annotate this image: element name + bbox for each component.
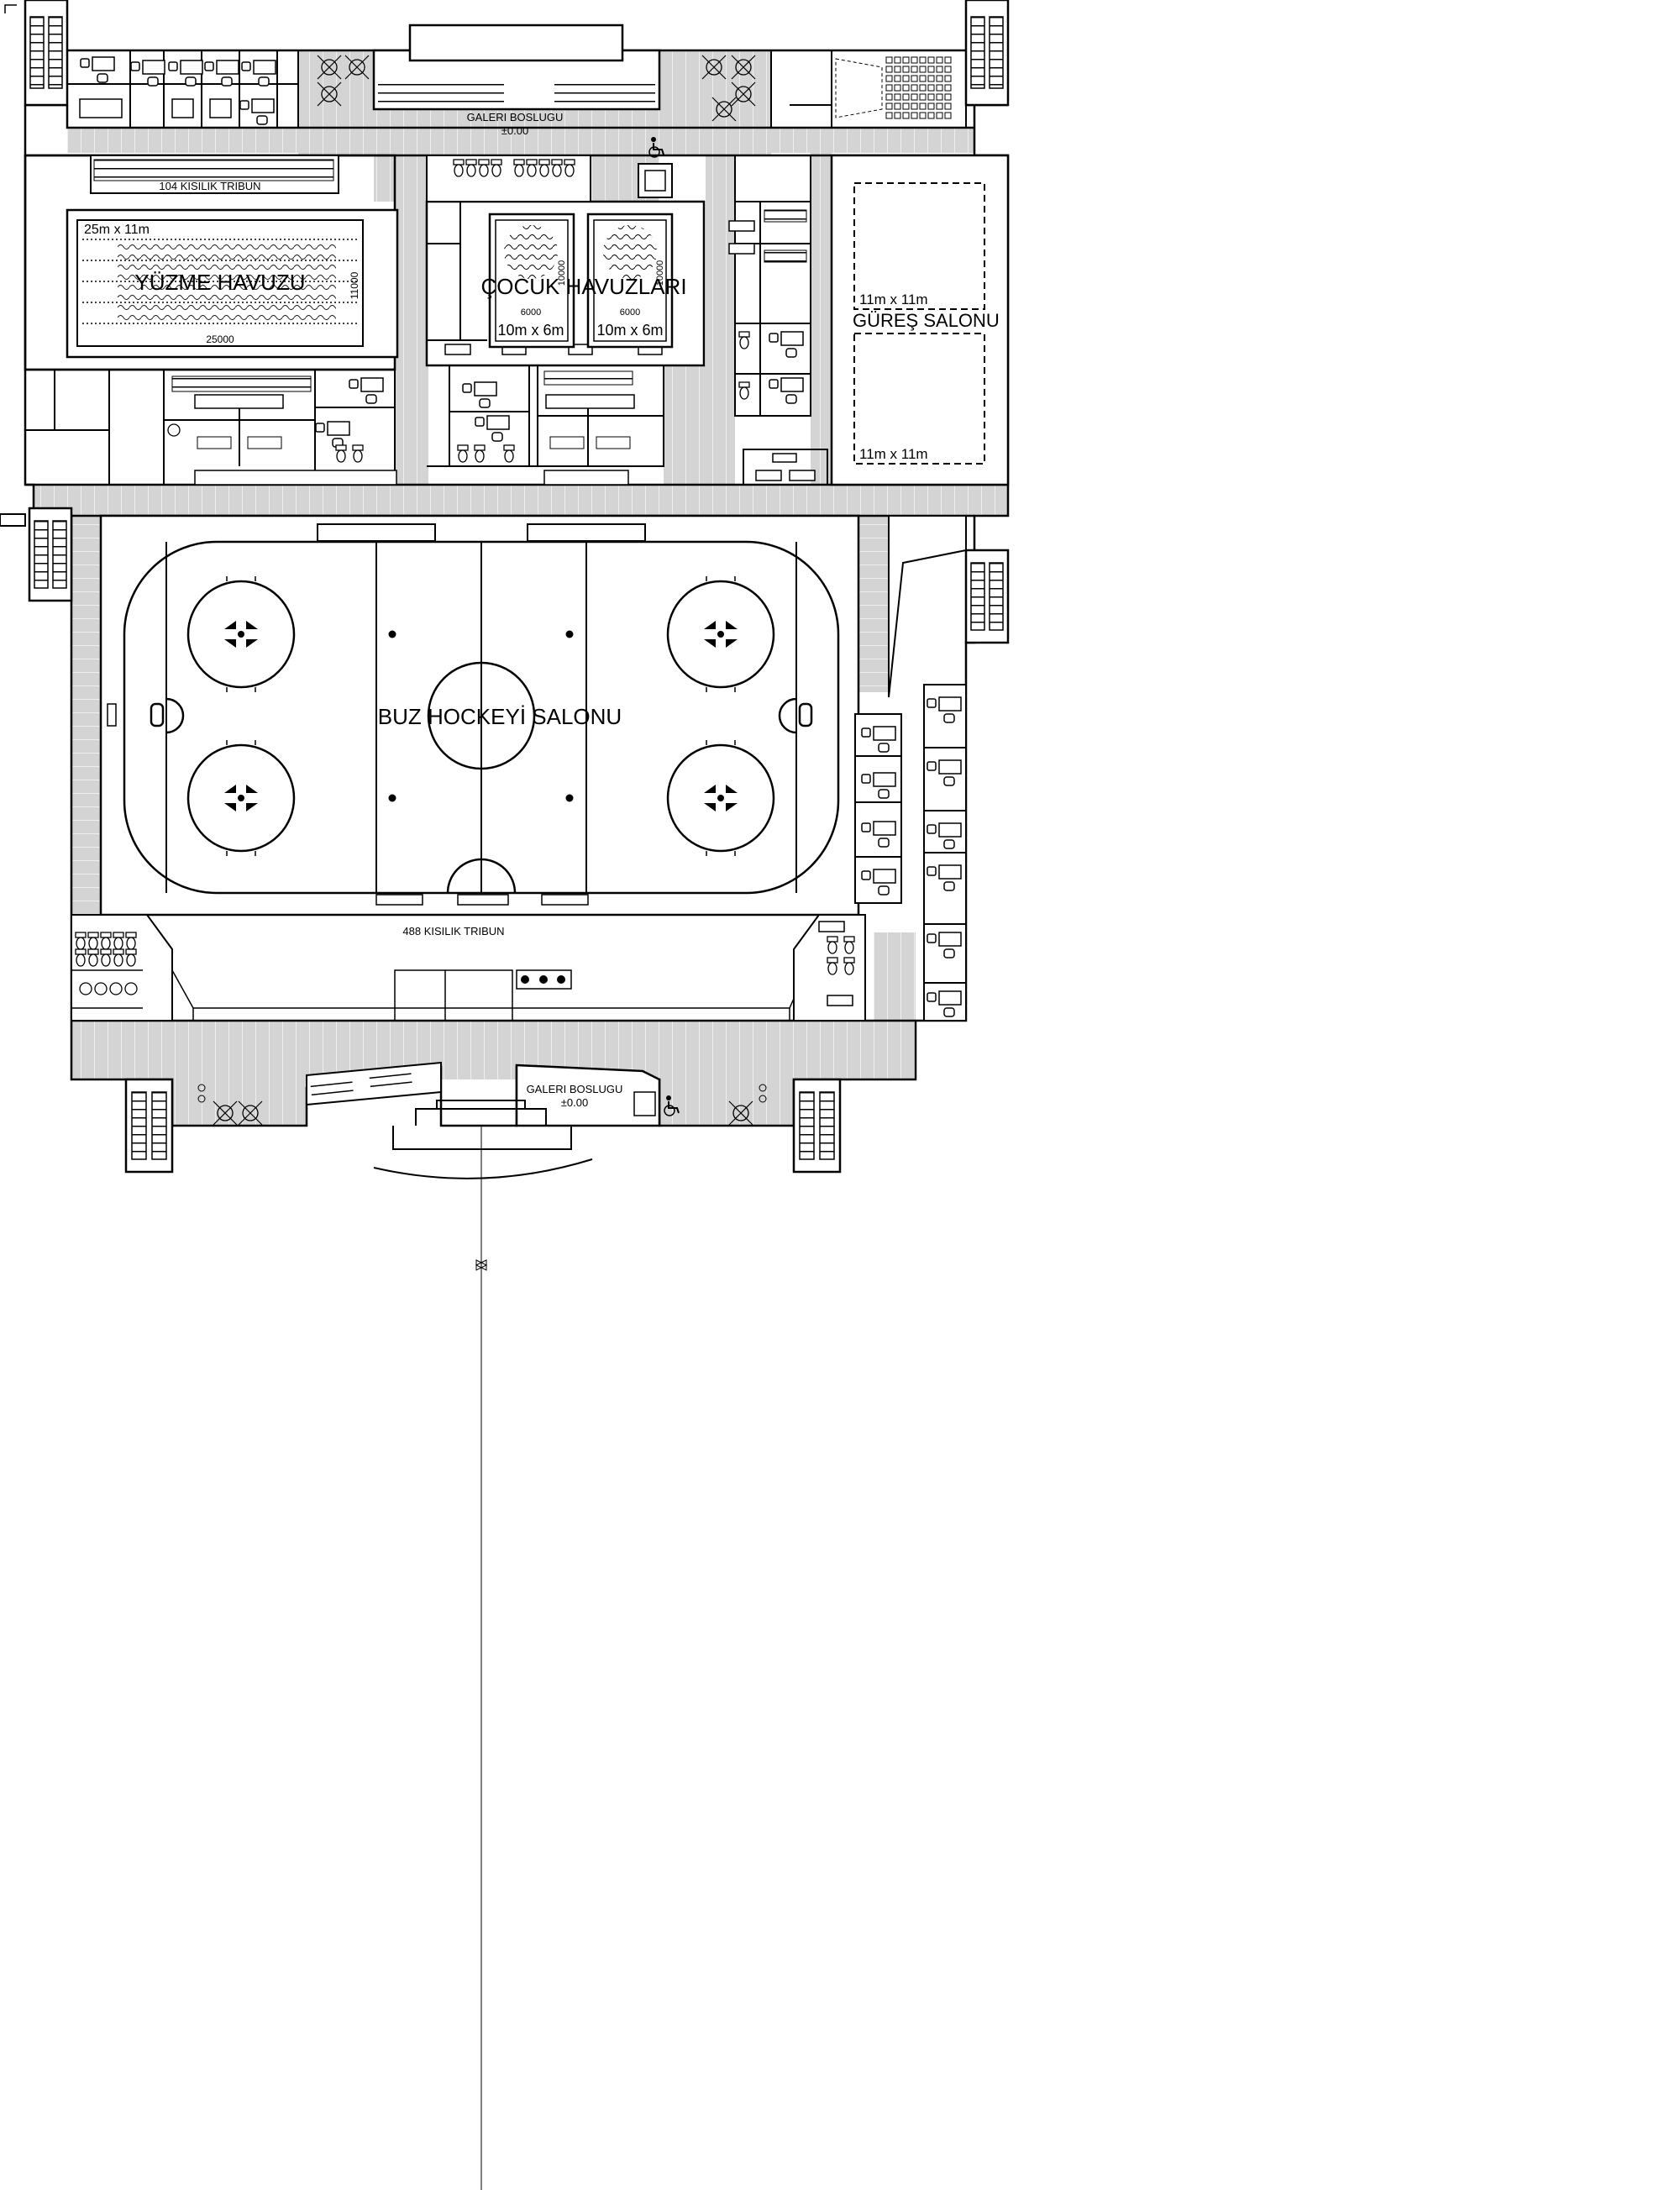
tribun-104-label: 104 KISILIK TRIBUN xyxy=(159,180,260,192)
galeri-top: GALERI BOSLUGU ±0.00 xyxy=(372,24,661,137)
wrestling-mat-b-size: 11m x 11m xyxy=(859,446,928,462)
wrestling-title: GÜREŞ SALONU xyxy=(853,310,1000,331)
wrestling-hall: 11m x 11m GÜREŞ SALONU 11m x 11m xyxy=(830,154,1010,486)
wheelchair-icon xyxy=(664,1095,680,1116)
galeri-top-title: GALERI BOSLUGU xyxy=(467,111,564,123)
stair-right xyxy=(964,549,1010,644)
wrestling-mat-a-size: 11m x 11m xyxy=(859,291,928,307)
kids-pools-title: ÇOCUK HAVUZLARI xyxy=(480,274,686,299)
galeri-bottom: GALERI BOSLUGU ±0.00 xyxy=(515,1063,661,1127)
pool-dim-horizontal: 25000 xyxy=(206,333,234,345)
wheelchair-icon xyxy=(648,137,664,158)
tribun-488-label: 488 KISILIK TRIBUN xyxy=(402,925,504,937)
plant-icon xyxy=(197,1084,767,1126)
bottom-left-wc xyxy=(71,914,173,1021)
kids-pool-b: 6000 10000 10m x 6m xyxy=(586,213,674,349)
pool-tribune: 104 KISILIK TRIBUN xyxy=(90,155,339,194)
galeri-top-level: ±0.00 xyxy=(501,124,528,137)
rink-ticks xyxy=(226,576,736,856)
top-left-furniture xyxy=(79,56,276,125)
stair-central-bottom xyxy=(306,1061,442,1106)
top-right-rooms xyxy=(770,50,967,129)
seminar-seats xyxy=(835,56,952,119)
kids-lower-rooms xyxy=(427,365,664,467)
pool-dim-vertical: 11000 xyxy=(349,271,360,299)
kids-pool-a-dim: 6000 xyxy=(521,307,541,318)
galeri-bottom-title: GALERI BOSLUGU xyxy=(527,1083,623,1095)
galeri-bottom-level: ±0.00 xyxy=(561,1096,588,1109)
pool-title: YÜZME HAVUZU xyxy=(134,270,305,295)
wrestling-side-furniture xyxy=(728,209,816,481)
pool-lockers xyxy=(167,376,397,486)
kids-pool-a-dim-vertical: 10000 xyxy=(557,260,567,286)
stair-top-left xyxy=(24,0,69,107)
bottom-right-wc xyxy=(793,914,866,1021)
kids-pool-b-size: 10m x 6m xyxy=(596,322,663,339)
pool-size-label: 25m x 11m xyxy=(84,223,150,237)
kids-pool-b-dim-vertical: 10000 xyxy=(655,260,665,286)
kids-pool-b-dim: 6000 xyxy=(620,307,640,318)
faceoff-dots xyxy=(238,630,724,802)
kids-pool-a: 6000 10000 10m x 6m xyxy=(488,213,575,349)
stair-top-right xyxy=(964,0,1010,107)
kids-lower-furniture xyxy=(457,370,635,486)
stair-bottom-right xyxy=(792,1078,842,1174)
entrance-canopy xyxy=(373,1100,593,2190)
hockey-tribune: 488 KISILIK TRIBUN xyxy=(150,925,824,1021)
hockey-rink xyxy=(123,540,840,895)
stair-bottom-left xyxy=(124,1078,174,1174)
kids-pool-a-size: 10m x 6m xyxy=(497,322,564,339)
faceoff-hashes xyxy=(4,4,17,13)
kids-toilets-top xyxy=(426,155,673,202)
stair-left xyxy=(0,507,73,602)
hockey-title: BUZ HOCKEYİ SALONU xyxy=(378,704,622,729)
wrestling-side-rooms xyxy=(734,155,828,486)
swimming-pool: 25m x 11m YÜZME HAVUZU 25000 11000 xyxy=(66,208,399,359)
